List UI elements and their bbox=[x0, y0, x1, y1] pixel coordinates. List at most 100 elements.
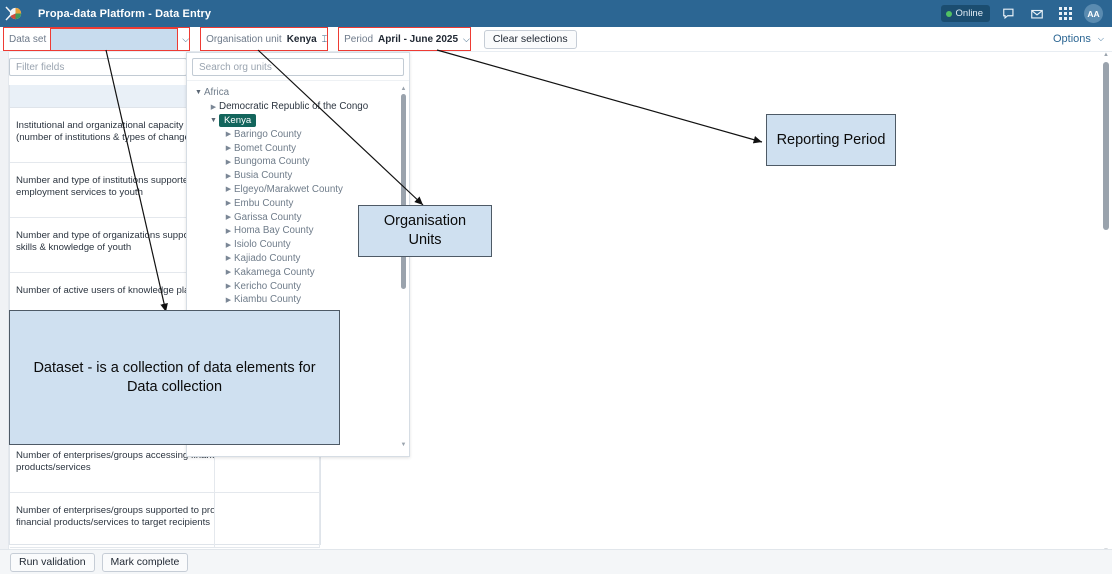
mail-icon[interactable] bbox=[1024, 0, 1050, 27]
org-unit-node[interactable]: ▶Busia County bbox=[187, 169, 409, 183]
orgunit-label: Organisation unit bbox=[206, 33, 282, 45]
chevron-up-icon[interactable]: ⌶ bbox=[321, 33, 328, 44]
org-tree-scrollbar[interactable]: ▲ ▼ bbox=[400, 86, 407, 448]
data-element-name-line1: Number of enterprises/groups supported t… bbox=[16, 505, 215, 516]
chevron-right-icon[interactable]: ▶ bbox=[210, 103, 217, 111]
mark-complete-button[interactable]: Mark complete bbox=[101, 552, 189, 572]
app-logo[interactable] bbox=[0, 0, 27, 27]
chevron-right-icon[interactable]: ▶ bbox=[225, 227, 232, 235]
org-unit-node-label: Kenya bbox=[219, 113, 257, 127]
org-unit-node-label: Kakamega County bbox=[234, 266, 315, 278]
data-element-name-line2: financial products/services to target re… bbox=[16, 516, 211, 528]
data-value-cell[interactable] bbox=[215, 493, 320, 547]
org-unit-node[interactable]: ▶Baringo County bbox=[187, 127, 409, 141]
apps-grid-icon[interactable] bbox=[1052, 0, 1078, 27]
data-element-name-line2: products/services bbox=[16, 461, 91, 473]
chevron-down-icon[interactable]: ⌵ bbox=[463, 33, 470, 44]
org-unit-node-label: Kiambu County bbox=[234, 294, 301, 306]
page-scroll-thumb[interactable] bbox=[1103, 62, 1109, 230]
data-element-name-line2: skills & knowledge of youth bbox=[16, 241, 132, 253]
scroll-up-icon[interactable]: ▲ bbox=[1103, 52, 1109, 58]
propa-data-logo-icon bbox=[5, 6, 22, 21]
org-unit-node[interactable]: ▶Bomet County bbox=[187, 141, 409, 155]
data-element-name-line1: Number of enterprises/groups accessing f… bbox=[16, 450, 215, 461]
dataset-input[interactable] bbox=[50, 27, 179, 51]
callout-reporting-period: Reporting Period bbox=[766, 114, 896, 166]
chevron-right-icon[interactable]: ▶ bbox=[225, 145, 232, 153]
org-unit-node-label: Kericho County bbox=[234, 280, 301, 292]
org-unit-node[interactable]: ▶Elgeyo/Marakwet County bbox=[187, 183, 409, 197]
org-unit-node-label: Garissa County bbox=[234, 211, 302, 223]
chevron-right-icon[interactable]: ▶ bbox=[225, 214, 232, 222]
scroll-down-icon[interactable]: ▼ bbox=[400, 442, 407, 448]
chevron-down-icon[interactable]: ⌵ bbox=[182, 33, 190, 44]
org-scroll-thumb[interactable] bbox=[401, 94, 406, 289]
org-unit-node[interactable]: ▶Garissa County bbox=[187, 210, 409, 224]
chevron-right-icon[interactable]: ▶ bbox=[225, 255, 232, 263]
org-unit-node[interactable]: ▼Kenya bbox=[187, 113, 409, 128]
org-unit-node[interactable]: ▶Bungoma County bbox=[187, 155, 409, 169]
data-element-name: Institutional and organizational capacit… bbox=[10, 108, 215, 162]
options-button[interactable]: Options ⌵ bbox=[1053, 33, 1104, 45]
table-row: Number of enterprises/groups supported t… bbox=[10, 493, 320, 548]
status-badge-label: Online bbox=[955, 8, 983, 19]
org-unit-node[interactable]: ▶Kajiado County bbox=[187, 252, 409, 266]
filter-fields-input[interactable]: Filter fields bbox=[9, 58, 187, 76]
table-row: Number of enterprises/groups accessing f… bbox=[10, 438, 320, 493]
orgunit-selector[interactable]: Organisation unit Kenya ⌶ bbox=[200, 27, 329, 51]
org-unit-node-label: Bungoma County bbox=[234, 156, 310, 168]
chevron-right-icon[interactable]: ▶ bbox=[225, 200, 232, 208]
org-unit-node[interactable]: ▶Homa Bay County bbox=[187, 224, 409, 238]
app-title: Propa-data Platform - Data Entry bbox=[38, 7, 212, 20]
org-unit-node[interactable]: ▶Kericho County bbox=[187, 279, 409, 293]
messages-icon[interactable] bbox=[996, 0, 1022, 27]
chevron-right-icon[interactable]: ▶ bbox=[225, 186, 232, 194]
org-unit-node-label: Kajiado County bbox=[234, 252, 301, 264]
selection-bar: Data set ⌵ Organisation unit Kenya ⌶ Per… bbox=[0, 27, 1112, 52]
org-unit-search-input[interactable]: Search org units bbox=[192, 58, 404, 76]
filter-fields-wrap: Filter fields bbox=[9, 58, 187, 76]
org-unit-node[interactable]: ▶Kakamega County bbox=[187, 265, 409, 279]
data-element-name-line1: Number of active users of knowledge plat… bbox=[16, 285, 215, 296]
chevron-down-icon[interactable]: ▼ bbox=[195, 89, 202, 97]
org-unit-node-label: Baringo County bbox=[234, 128, 302, 140]
data-element-name-line2: (number of institutions & types of chang… bbox=[16, 131, 194, 143]
org-unit-node-label: Isiolo County bbox=[234, 239, 291, 251]
app-header: Propa-data Platform - Data Entry Online bbox=[0, 0, 1112, 27]
data-value-cell[interactable] bbox=[215, 438, 320, 492]
avatar[interactable]: AA bbox=[1084, 4, 1103, 23]
run-validation-button[interactable]: Run validation bbox=[10, 552, 95, 572]
data-element-name: Number and type of institutions supporte… bbox=[10, 163, 215, 217]
chevron-right-icon[interactable]: ▶ bbox=[225, 269, 232, 277]
org-unit-node[interactable]: ▶Democratic Republic of the Congo bbox=[187, 100, 409, 114]
org-unit-node[interactable]: ▶Isiolo County bbox=[187, 238, 409, 252]
scroll-up-icon[interactable]: ▲ bbox=[400, 86, 407, 92]
chevron-down-icon: ⌵ bbox=[1097, 34, 1104, 43]
page-scrollbar[interactable]: ▲ ▼ bbox=[1099, 52, 1112, 562]
chevron-right-icon[interactable]: ▶ bbox=[225, 131, 232, 139]
org-unit-node[interactable]: ▶Kiambu County bbox=[187, 293, 409, 307]
chevron-right-icon[interactable]: ▶ bbox=[225, 172, 232, 180]
data-element-name: Number and type of organizations support… bbox=[10, 218, 215, 272]
chevron-down-icon[interactable]: ▼ bbox=[210, 116, 217, 124]
org-unit-node-label: Busia County bbox=[234, 170, 293, 182]
chevron-right-icon[interactable]: ▶ bbox=[225, 241, 232, 249]
period-value: April - June 2025 bbox=[378, 33, 459, 45]
status-badge[interactable]: Online bbox=[940, 5, 990, 22]
footer-bar: Run validation Mark complete bbox=[0, 549, 1112, 574]
chevron-right-icon[interactable]: ▶ bbox=[225, 158, 232, 166]
clear-selections-button[interactable]: Clear selections bbox=[483, 29, 577, 49]
options-label: Options bbox=[1053, 33, 1091, 45]
org-unit-node[interactable]: ▼Africa bbox=[187, 86, 409, 100]
org-unit-node-label: Embu County bbox=[234, 197, 294, 209]
chevron-right-icon[interactable]: ▶ bbox=[225, 283, 232, 291]
page-scroll-track[interactable] bbox=[1103, 62, 1109, 552]
period-selector[interactable]: Period April - June 2025 ⌵ bbox=[338, 27, 471, 51]
chevron-right-icon[interactable]: ▶ bbox=[225, 296, 232, 304]
dataset-label: Data set bbox=[9, 33, 47, 45]
dataset-selector[interactable]: Data set ⌵ bbox=[2, 27, 191, 51]
online-dot-icon bbox=[945, 10, 952, 17]
period-label: Period bbox=[344, 33, 374, 45]
callout-dataset: Dataset - is a collection of data elemen… bbox=[9, 310, 340, 445]
header-actions: Online AA bbox=[940, 0, 1112, 27]
